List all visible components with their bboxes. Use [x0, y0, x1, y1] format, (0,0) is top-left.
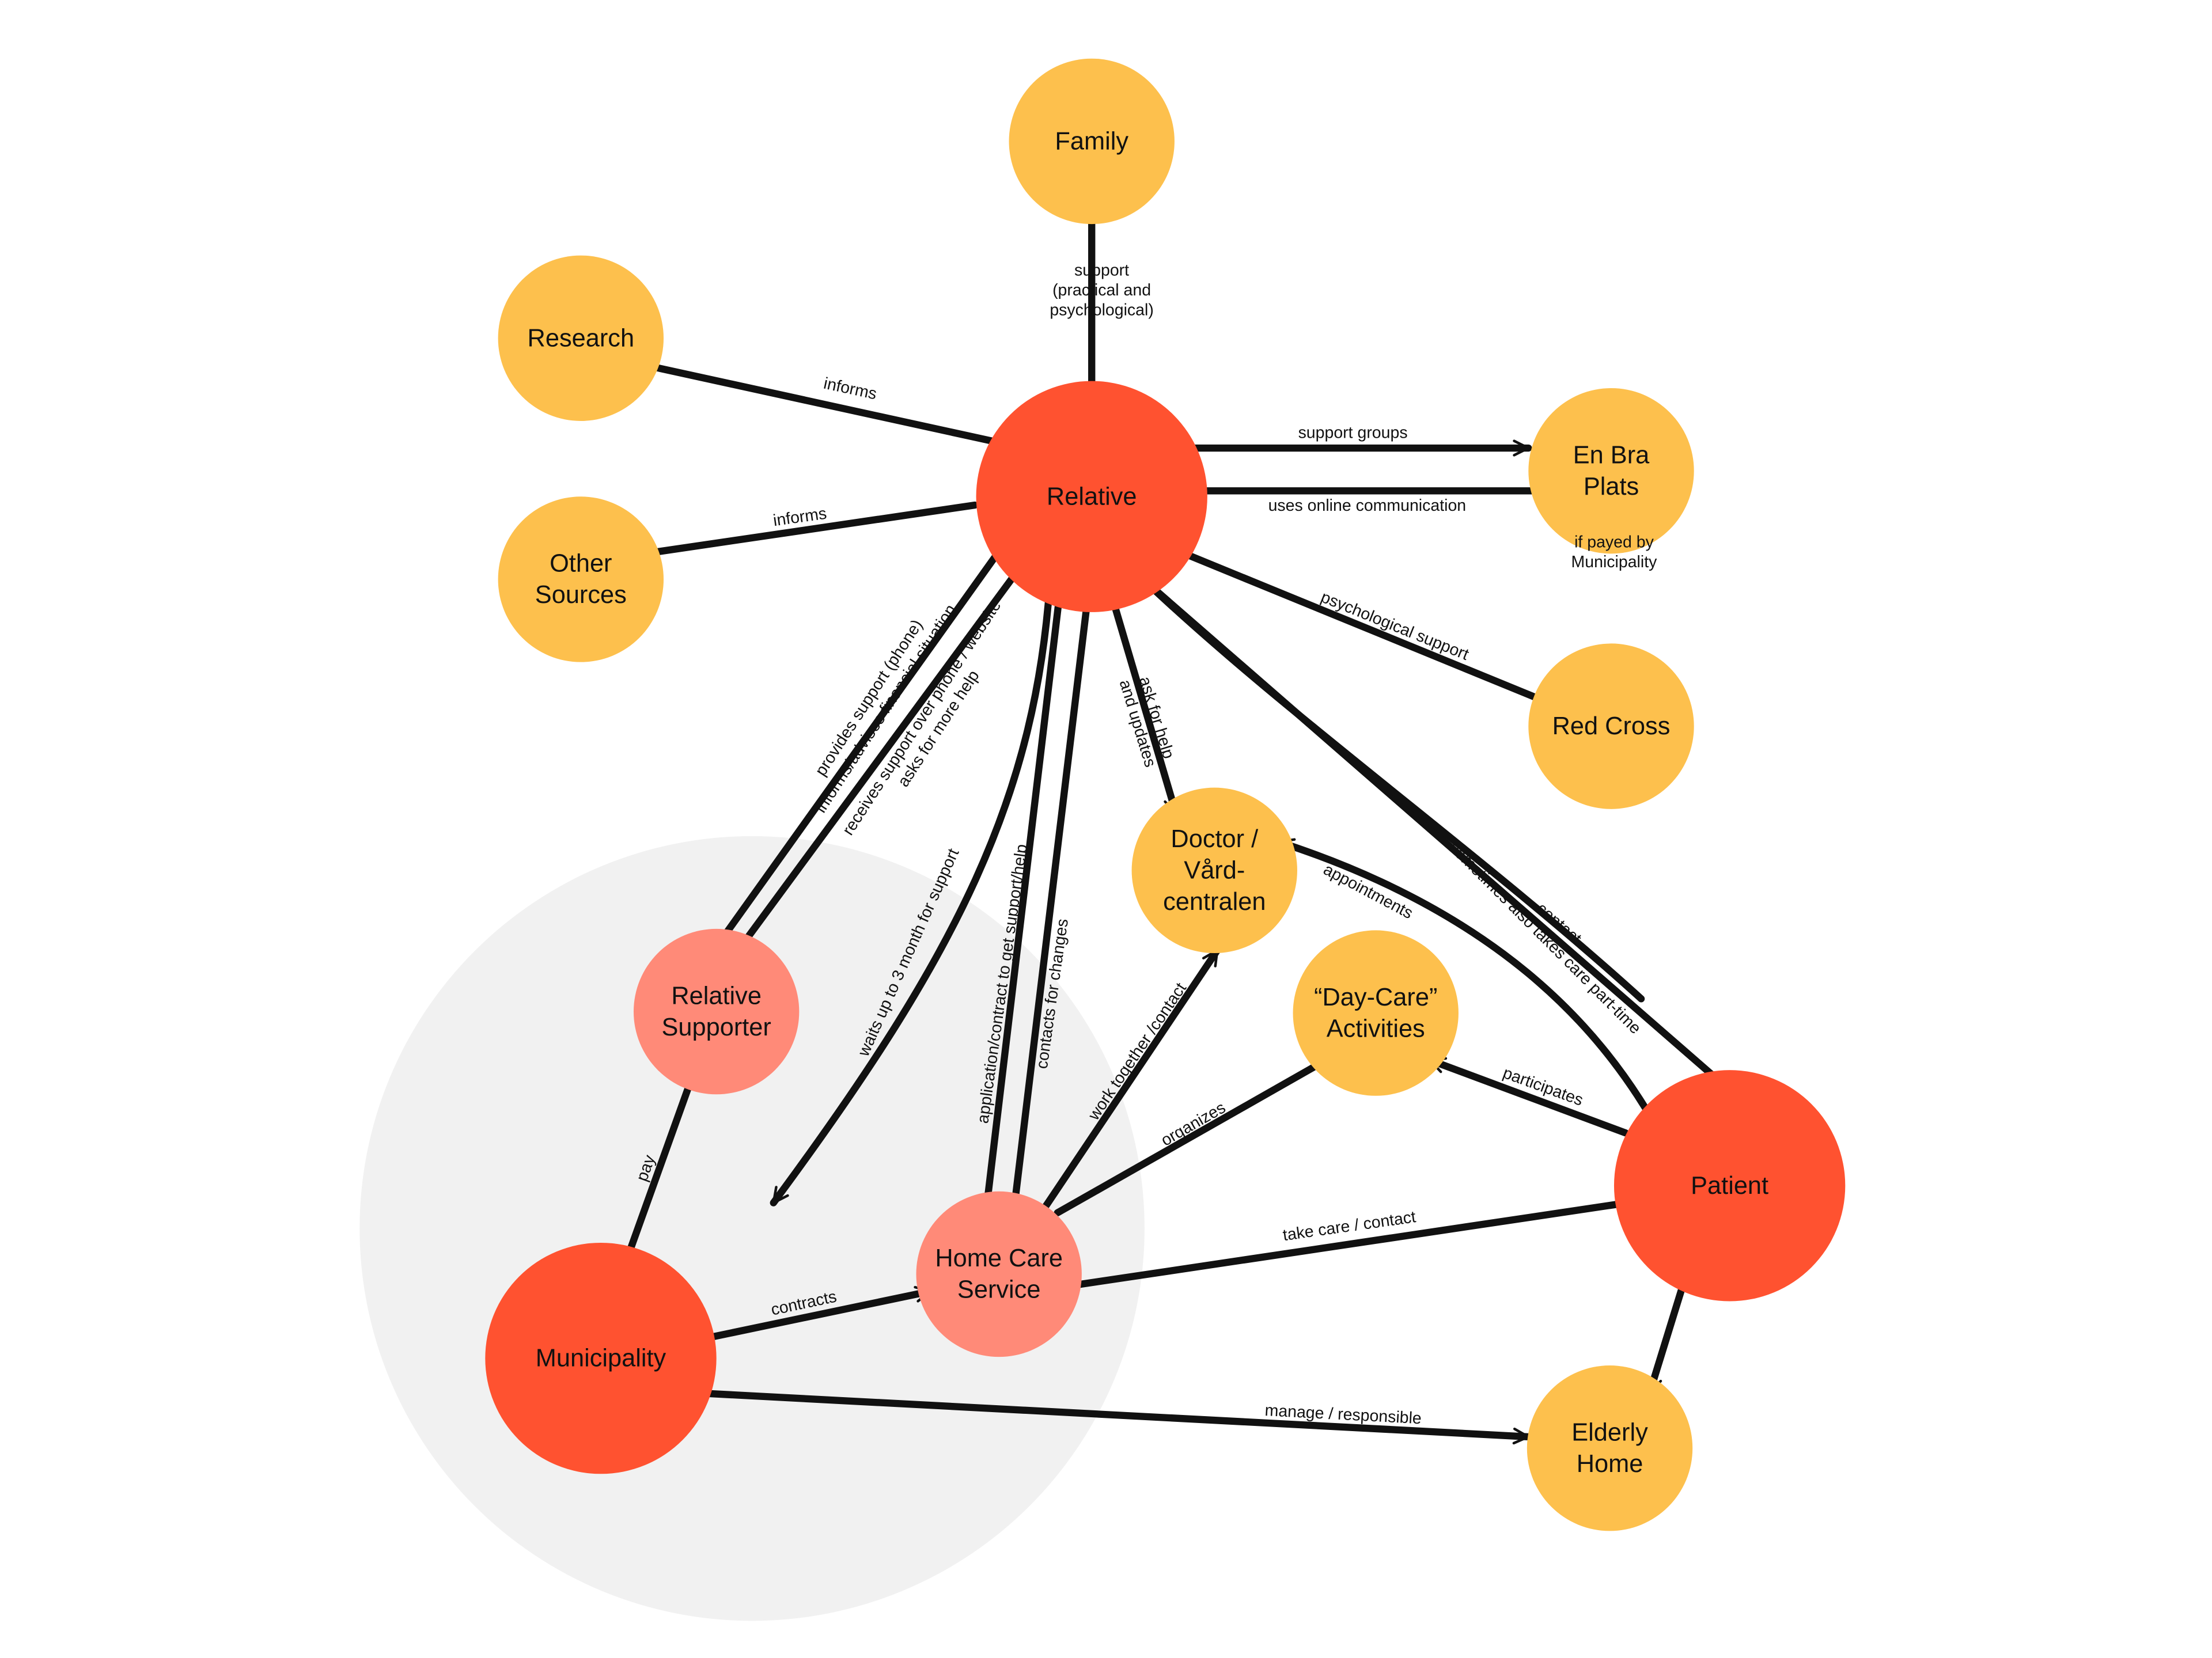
edge-redcross-relative	[1156, 540, 1544, 703]
edge-relative-relsupporter	[711, 536, 1012, 953]
node-label: Relative	[1047, 483, 1137, 510]
node-label: Home	[1577, 1450, 1643, 1478]
node-red-cross[interactable]: Red Cross	[1528, 643, 1694, 809]
node-circle	[498, 255, 664, 421]
edge-label-redcross-relative: psychological support	[1318, 588, 1471, 664]
edge-relative-homecare	[978, 572, 1066, 1227]
edge-patient-elderlyhome	[1646, 1273, 1690, 1397]
edge-caretaking-guide	[1139, 575, 1645, 1003]
node-relative[interactable]: Relative	[976, 381, 1207, 612]
edge-label-relative-research: informs	[822, 374, 878, 404]
node-circle	[1527, 1365, 1693, 1531]
edge-label-family-relative: support (practical and psychological)	[1050, 261, 1154, 319]
node-note: Municipality	[1571, 553, 1658, 571]
node-note: if payed by	[1574, 533, 1654, 552]
node-patient[interactable]: Patient	[1613, 1070, 1846, 1302]
edge-relsupporter-relative	[740, 556, 1030, 947]
node-circle	[1528, 388, 1694, 554]
node-label: Family	[1055, 127, 1128, 155]
node-circle	[1009, 58, 1175, 225]
node-label: Sources	[535, 581, 627, 609]
node-label: Service	[957, 1276, 1041, 1304]
node-family[interactable]: Family	[1009, 58, 1175, 225]
edge-label-line: (practical and	[1052, 281, 1151, 299]
node-label: Supporter	[661, 1014, 771, 1041]
node-label: Home Care	[935, 1245, 1063, 1272]
edge-label-line: uses online communication	[1268, 496, 1467, 515]
node-circle	[1293, 930, 1459, 1096]
node-label: Doctor /	[1171, 825, 1259, 853]
node-label: “Day-Care”	[1314, 984, 1437, 1011]
node-circle	[485, 1242, 717, 1474]
node-circle	[916, 1191, 1082, 1357]
edge-label-line: psychological)	[1050, 301, 1154, 320]
edge-homecare-daycare	[1054, 1055, 1332, 1217]
node-label: Plats	[1584, 473, 1639, 500]
edge-label-line: psychological support	[1318, 588, 1471, 664]
node-circle	[498, 496, 664, 662]
node-research[interactable]: Research	[498, 255, 664, 421]
edge-label-line: support groups	[1298, 424, 1408, 442]
edge-relative-research	[635, 358, 1009, 447]
edge-label-line: support	[1074, 261, 1129, 279]
node-circle	[1528, 643, 1694, 809]
node-label: Other	[550, 550, 612, 578]
edge-patient-doctor	[1275, 838, 1657, 1124]
node-label: Municipality	[536, 1345, 666, 1372]
node-day-care[interactable]: “Day-Care” Activities	[1293, 930, 1459, 1096]
node-label: Research	[528, 324, 635, 352]
node-circle	[633, 928, 800, 1095]
edge-relative-other-sources	[621, 501, 979, 563]
edge-homecare-patient	[1068, 1195, 1641, 1289]
node-circle	[1613, 1070, 1846, 1302]
edge-relative-doctor	[1102, 572, 1180, 817]
node-label: Vård-	[1184, 856, 1245, 884]
edge-municipality-homecare	[674, 1285, 934, 1348]
node-circle	[976, 381, 1207, 612]
edge-patient-daycare	[1426, 1056, 1629, 1137]
edge-municipality-elderlyhome	[685, 1388, 1532, 1445]
node-label: Red Cross	[1552, 712, 1671, 740]
node-doctor[interactable]: Doctor / Vård-centralen	[1131, 787, 1297, 954]
node-municipality[interactable]: Municipality	[485, 1242, 717, 1474]
connections	[621, 210, 1733, 1445]
edge-label-line: provides support (phone)	[812, 616, 926, 779]
edge-relative-waits	[770, 572, 1054, 1206]
edge-label-relative-enbraplats: support groups	[1298, 424, 1408, 442]
node-label: Elderly	[1571, 1418, 1648, 1446]
edge-label-enbraplats-relative: uses online communication	[1268, 496, 1467, 515]
edge-homecare-relative	[1009, 572, 1097, 1220]
node-label: En Bra	[1573, 441, 1650, 469]
node-label: centralen	[1163, 888, 1266, 916]
edge-homecare-doctor	[1036, 946, 1221, 1218]
node-label: Activities	[1327, 1015, 1425, 1042]
node-circle	[1131, 787, 1297, 954]
node-label: Patient	[1691, 1172, 1768, 1200]
edge-label-line: informs	[822, 374, 878, 404]
node-label: Relative	[671, 982, 762, 1010]
edge-municipality-relsupporter	[621, 1069, 698, 1268]
